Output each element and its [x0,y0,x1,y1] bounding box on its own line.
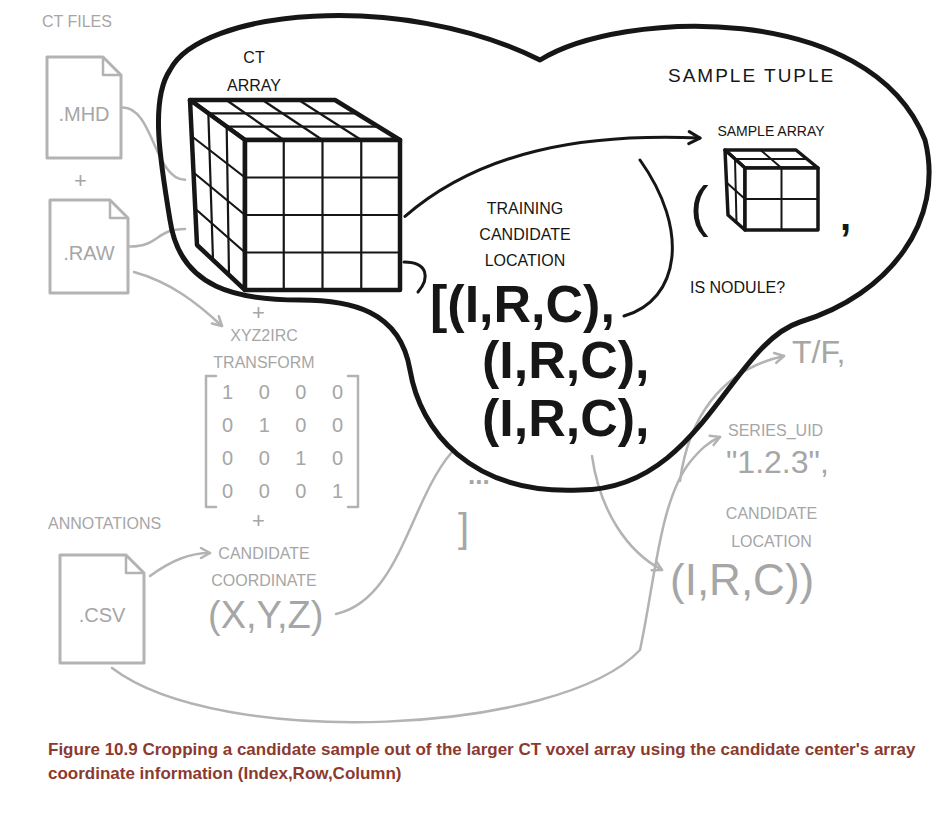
file-icon: .MHD [45,55,123,160]
text-label: [(I,R,C), [430,278,615,330]
file-icon: .CSV [58,553,146,665]
text-label: (I,R,C)) [670,558,814,602]
file-fold [103,57,121,75]
text-label: SERIES_UID [728,423,823,439]
grid-line [195,209,245,253]
file-outline [47,57,121,158]
grid-line [208,113,213,260]
node-label: CT ARRAY [223,44,285,100]
blob-outline [158,16,929,491]
grid-line [245,214,400,216]
text-label: (X,Y,Z) [208,596,323,634]
file-icon: .RAW [48,198,130,295]
text-label: ] [458,508,469,548]
file-fold [110,200,128,218]
text-label: ( [690,178,709,234]
cube-face [190,100,245,290]
text-label: 0 0 1 0 [222,448,343,468]
cube-face [245,140,400,290]
text-label: IS NODULE? [690,280,785,296]
text-label: TRAINING CANDIDATE LOCATION [470,196,580,274]
text-label: 0 1 0 0 [222,415,343,435]
node-label: SAMPLE TUPLE [668,66,835,85]
sample-array-cube: SAMPLE ARRAY [700,122,842,237]
text-label: 1 0 0 0 [222,382,343,402]
grid-line [227,126,379,128]
grid-line [227,127,229,275]
matrix-bracket [206,376,216,507]
text-label: XYZ2IRC TRANSFORM [209,322,319,376]
cube-face [725,150,745,230]
text-label: ... [468,462,490,488]
matrix-bracket [348,376,358,507]
node-label: .RAW [63,243,114,263]
grid-line [735,159,737,223]
file-outline [60,555,144,663]
text-label: 0 0 0 1 [222,481,343,501]
grid-line [360,140,362,290]
file-fold [126,555,144,573]
connector [123,108,185,180]
leader-line [404,262,425,292]
cube-face [745,168,818,230]
text-label: (I,R,C), [482,334,650,386]
text-label: CANDIDATE COORDINATE [205,540,323,594]
text-label: ANNOTATIONS [48,516,161,532]
text-label: + [252,302,265,324]
grid-line [192,136,245,177]
leader-arrow [592,456,662,570]
node-label: SAMPLE ARRAY [700,124,842,138]
node-outline [185,40,405,292]
leader-line [624,160,672,316]
grid-line [299,100,362,140]
leader-line [336,452,452,614]
grid-line [208,112,356,114]
grid-line [226,100,284,140]
text-label: CANDIDATE LOCATION [714,500,829,556]
text-label: "1.2.3", [726,446,829,478]
text-label: + [74,170,87,192]
node-label: .MHD [58,104,109,124]
node-outline [700,122,842,237]
leader-arrow [150,553,210,576]
text-label: (I,R,C), [482,392,650,444]
ct-array-cube: CT ARRAY [185,40,405,292]
node-label: .CSV [79,605,126,625]
figure-caption: Figure 10.9 Cropping a candidate sample … [48,738,918,786]
grey-sketch-lines [112,272,784,722]
text-label: , [840,196,851,236]
text-label: + [252,510,265,532]
file-outline [50,200,128,293]
grid-line [194,173,246,216]
text-label: T/F, [792,336,845,368]
text-label: CT FILES [42,14,112,30]
grid-line [245,251,400,253]
grid-line [735,158,807,160]
grid-line [745,198,818,200]
grid-line [263,100,323,140]
